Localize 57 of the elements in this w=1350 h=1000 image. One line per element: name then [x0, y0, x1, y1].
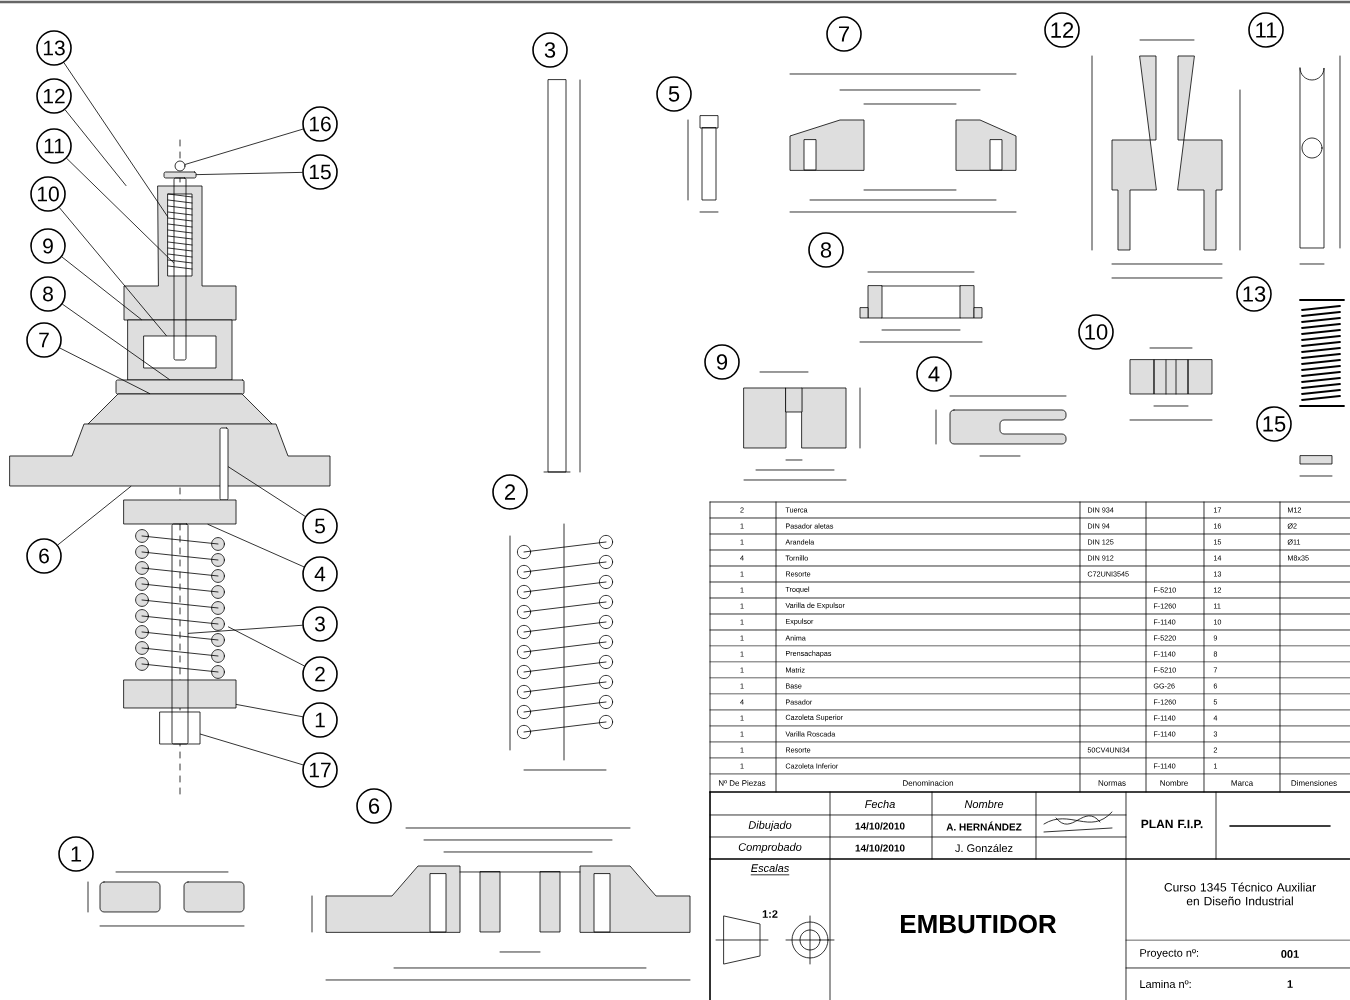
callout-number: 12 — [36, 78, 72, 114]
leader-line — [184, 128, 304, 165]
leader-line — [207, 524, 305, 568]
part-number: 12 — [1044, 12, 1080, 48]
assembly-part — [159, 711, 201, 745]
leader-line — [62, 303, 170, 380]
assembly-part — [87, 393, 273, 425]
leader-line — [61, 256, 142, 320]
leader-line — [200, 733, 304, 766]
assembly-part — [163, 171, 197, 179]
leader-line — [66, 158, 174, 264]
part-number: 3 — [532, 32, 568, 68]
assembly-part — [173, 177, 187, 361]
leader-line — [59, 347, 151, 394]
leader-line — [236, 704, 303, 718]
callout-number: 6 — [26, 538, 62, 574]
callout-number: 7 — [26, 322, 62, 358]
callout-number: 16 — [302, 106, 338, 142]
callout-number: 15 — [302, 154, 338, 190]
callout-number: 5 — [302, 508, 338, 544]
leader-line — [196, 171, 303, 176]
part-number: 6 — [356, 788, 392, 824]
part-number: 11 — [1248, 12, 1284, 48]
part-number: 2 — [492, 474, 528, 510]
callout-number: 1 — [302, 702, 338, 738]
part-number: 5 — [656, 76, 692, 112]
part-number: 15 — [1256, 406, 1292, 442]
part-number: 8 — [808, 232, 844, 268]
assembly-part — [219, 427, 229, 501]
callout-number: 9 — [30, 228, 66, 264]
part-number: 4 — [916, 356, 952, 392]
leader-line — [228, 626, 305, 667]
assembly-part — [174, 160, 186, 172]
callout-number: 11 — [36, 128, 72, 164]
assembly-part — [115, 379, 245, 395]
callout-number: 2 — [302, 656, 338, 692]
callout-number: 4 — [302, 556, 338, 592]
callout-number: 13 — [36, 30, 72, 66]
leader-line — [59, 207, 167, 336]
part-number: 7 — [826, 16, 862, 52]
part-number: 1 — [58, 836, 94, 872]
drawing-title: EMBUTIDOR — [901, 914, 1057, 934]
callout-number: 10 — [30, 176, 66, 212]
part-number: 13 — [1236, 276, 1272, 312]
assembly-part — [143, 335, 217, 369]
assembly-part — [171, 523, 189, 745]
leader-line — [188, 624, 303, 634]
leader-line — [228, 466, 306, 517]
callout-number: 3 — [302, 606, 338, 642]
callout-number: 17 — [302, 752, 338, 788]
leader-line — [64, 109, 127, 186]
leader-line — [63, 62, 168, 217]
part-number: 10 — [1078, 314, 1114, 350]
assembly-part — [123, 499, 237, 525]
callout-number: 8 — [30, 276, 66, 312]
assembly-part — [123, 679, 237, 709]
part-number: 9 — [704, 344, 740, 380]
